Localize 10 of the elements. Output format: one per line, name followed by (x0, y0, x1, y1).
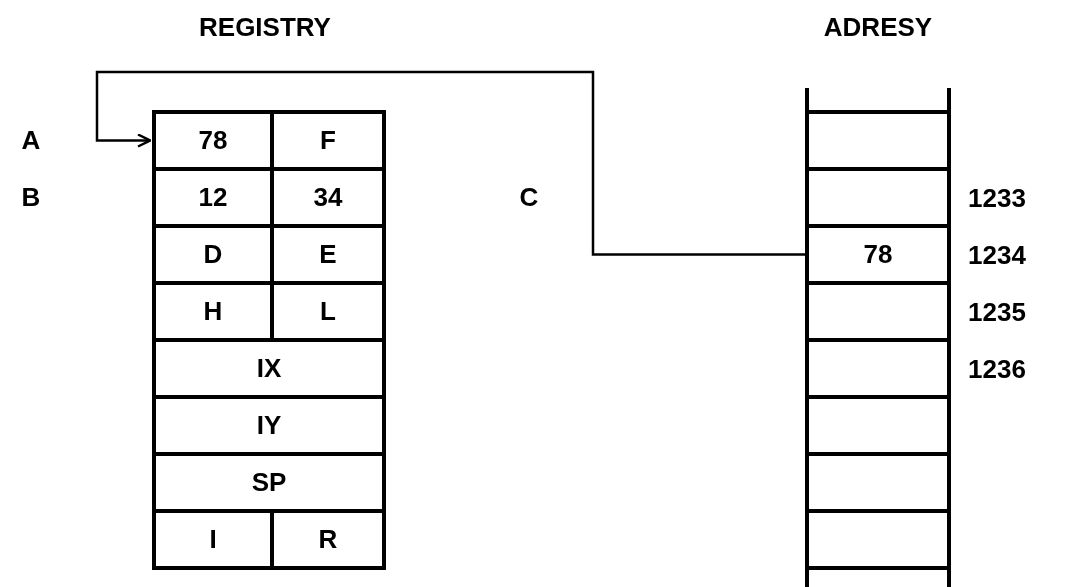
address-label: 1233 (968, 182, 1026, 213)
register-name: B (21, 182, 41, 212)
address-label: 1236 (968, 353, 1026, 384)
column-heading: ADRESY (823, 12, 933, 42)
address-label: 1235 (968, 296, 1026, 327)
register-name: C (519, 182, 539, 212)
register-name: A (21, 125, 41, 155)
arrow (95, 70, 805, 256)
column-heading: REGISTRY (199, 12, 331, 42)
address-label: 1234 (968, 239, 1026, 270)
